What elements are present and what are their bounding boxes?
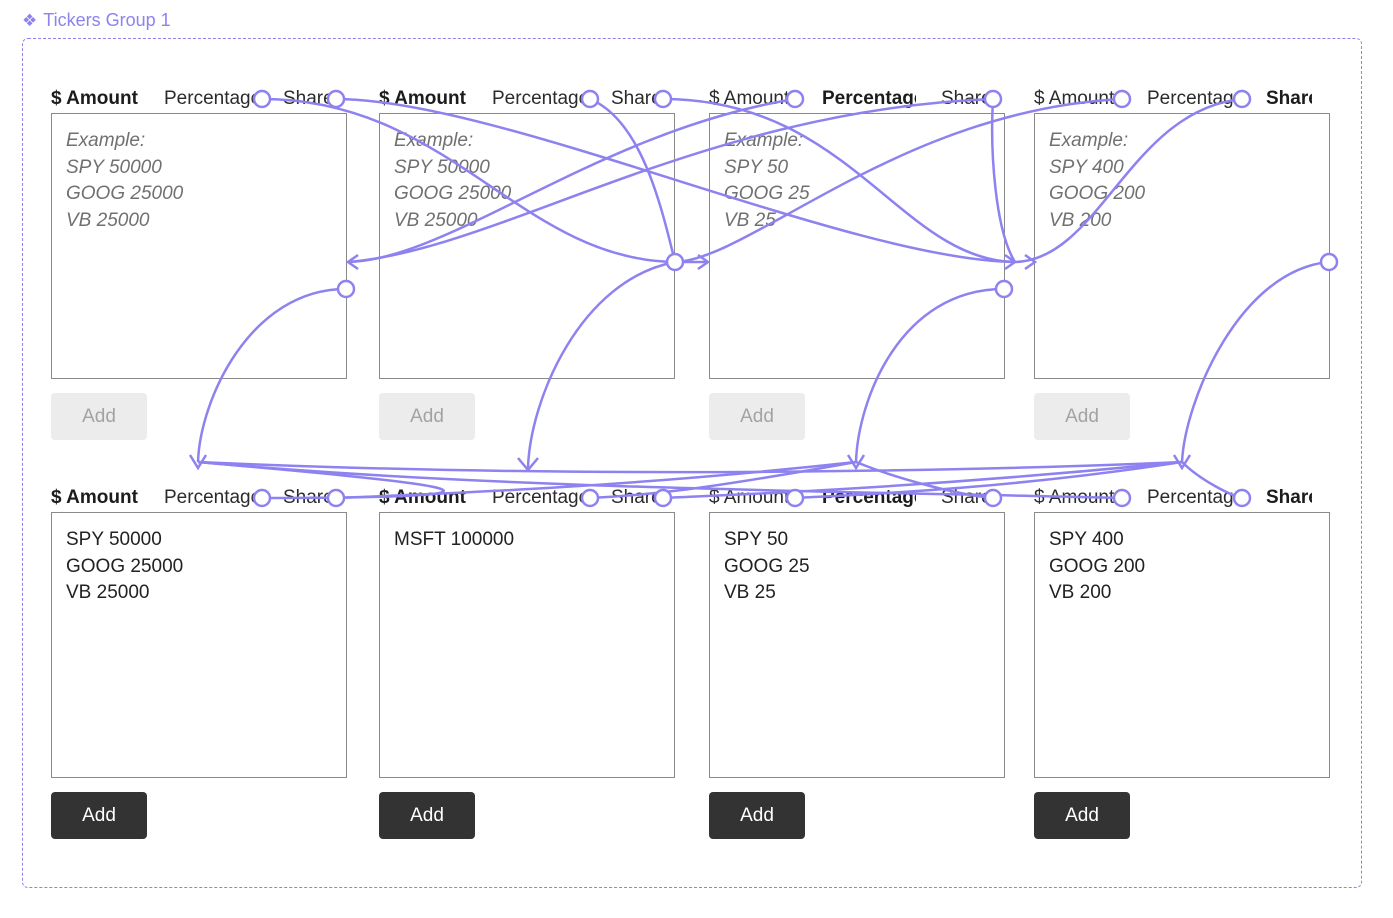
add-button[interactable]: Add bbox=[1034, 792, 1130, 839]
tab-percentage[interactable]: Percentage bbox=[1147, 88, 1241, 109]
tab-percentage[interactable]: Percentage bbox=[164, 88, 258, 109]
tab-share[interactable]: Share bbox=[941, 487, 987, 508]
tab-amount[interactable]: $ Amount bbox=[1034, 487, 1115, 508]
tab-share[interactable]: Share bbox=[283, 487, 329, 508]
tab-amount[interactable]: $ Amount bbox=[379, 88, 466, 120]
tab-share[interactable]: Share bbox=[283, 88, 329, 109]
tab-bar: $ Amount Percentage Share bbox=[1034, 487, 1330, 511]
add-button[interactable]: Add bbox=[379, 393, 475, 440]
tab-percentage[interactable]: Percentage bbox=[822, 88, 916, 109]
add-button[interactable]: Add bbox=[379, 792, 475, 839]
tickers-textarea[interactable]: SPY 50000 GOOG 25000 VB 25000 bbox=[51, 512, 347, 778]
tickers-textarea[interactable]: SPY 400 GOOG 200 VB 200 bbox=[1034, 512, 1330, 778]
tab-bar: $ Amount Percentage Share bbox=[51, 487, 347, 519]
tickers-textarea-placeholder[interactable]: Example: SPY 400 GOOG 200 VB 200 bbox=[1034, 113, 1330, 379]
tab-bar: $ Amount Percentage Share bbox=[1034, 88, 1330, 112]
tab-amount[interactable]: $ Amount bbox=[709, 88, 790, 109]
add-button[interactable]: Add bbox=[709, 393, 805, 440]
add-button[interactable]: Add bbox=[51, 393, 147, 440]
tab-amount[interactable]: $ Amount bbox=[709, 487, 790, 508]
tab-amount[interactable]: $ Amount bbox=[379, 487, 466, 519]
tab-percentage[interactable]: Percentage bbox=[164, 487, 258, 508]
tab-share[interactable]: Share bbox=[1266, 88, 1312, 110]
tickers-textarea-placeholder[interactable]: Example: SPY 50000 GOOG 25000 VB 25000 bbox=[51, 113, 347, 379]
tab-percentage[interactable]: Percentage bbox=[492, 487, 586, 508]
tab-share[interactable]: Share bbox=[1266, 487, 1312, 509]
tab-share[interactable]: Share bbox=[611, 88, 657, 109]
tab-amount[interactable]: $ Amount bbox=[1034, 88, 1115, 109]
tickers-textarea[interactable]: MSFT 100000 bbox=[379, 512, 675, 778]
group-frame bbox=[22, 38, 1362, 888]
tickers-textarea-placeholder[interactable]: Example: SPY 50000 GOOG 25000 VB 25000 bbox=[379, 113, 675, 379]
tab-bar: $ Amount Percentage Share bbox=[51, 88, 347, 120]
tab-bar: $ Amount Percentage Share bbox=[379, 88, 675, 120]
tab-share[interactable]: Share bbox=[611, 487, 657, 508]
tab-amount[interactable]: $ Amount bbox=[51, 88, 138, 120]
tickers-textarea[interactable]: SPY 50 GOOG 25 VB 25 bbox=[709, 512, 1005, 778]
tab-bar: $ Amount Percentage Share bbox=[379, 487, 675, 519]
add-button[interactable]: Add bbox=[51, 792, 147, 839]
tab-percentage[interactable]: Percentage bbox=[1147, 487, 1241, 508]
tab-bar: $ Amount Percentage Share bbox=[709, 88, 1005, 112]
add-button[interactable]: Add bbox=[1034, 393, 1130, 440]
component-diamond-icon: ❖ bbox=[22, 10, 38, 30]
tab-amount[interactable]: $ Amount bbox=[51, 487, 138, 519]
tickers-textarea-placeholder[interactable]: Example: SPY 50 GOOG 25 VB 25 bbox=[709, 113, 1005, 379]
tab-percentage[interactable]: Percentage bbox=[822, 487, 916, 508]
tab-share[interactable]: Share bbox=[941, 88, 987, 109]
group-title[interactable]: ❖ Tickers Group 1 bbox=[22, 10, 171, 31]
add-button[interactable]: Add bbox=[709, 792, 805, 839]
tab-bar: $ Amount Percentage Share bbox=[709, 487, 1005, 511]
group-title-text: Tickers Group 1 bbox=[43, 10, 171, 30]
tab-percentage[interactable]: Percentage bbox=[492, 88, 586, 109]
